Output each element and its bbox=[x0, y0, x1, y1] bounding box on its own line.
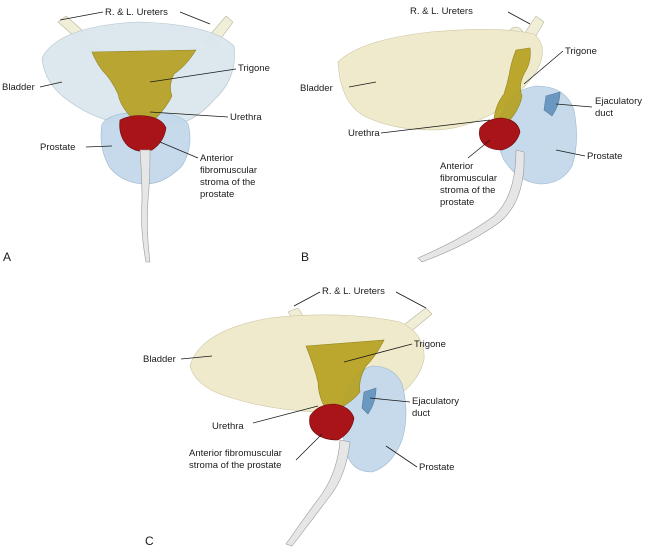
panel-a: R. & L. Ureters Bladder Trigone Urethra … bbox=[2, 7, 270, 264]
panel-c-stroma-label-line1: Anterior fibromuscular bbox=[189, 448, 282, 459]
panel-c-trigone bbox=[305, 339, 385, 409]
panel-b: R. & L. Ureters Bladder Trigone Ejaculat… bbox=[300, 6, 642, 264]
panel-c-stroma-leader bbox=[295, 433, 323, 461]
panel-b-prostate-label: Prostate bbox=[587, 151, 622, 162]
panel-c-ejaculatory-duct bbox=[361, 387, 377, 415]
panel-b-stroma-leader bbox=[467, 139, 491, 159]
panel-a-prostate-leader bbox=[85, 145, 113, 148]
panel-b-stroma-label-line3: stroma of the bbox=[440, 185, 495, 196]
panel-b-ureters-label: R. & L. Ureters bbox=[410, 6, 473, 17]
panel-a-bladder-leader bbox=[39, 81, 63, 88]
panel-a-urethra-leader bbox=[149, 111, 229, 118]
panel-b-duct-label-line1: Ejaculatory bbox=[595, 96, 642, 107]
panel-b-urethra-label: Urethra bbox=[348, 128, 380, 139]
panel-c-prostate-leader bbox=[385, 445, 418, 468]
panel-a-bladder-label: Bladder bbox=[2, 82, 35, 93]
panel-a-trigone-label: Trigone bbox=[238, 63, 270, 74]
panel-c: R. & L. Ureters Bladder Trigone Ejaculat… bbox=[143, 286, 459, 548]
panel-c-urethra bbox=[285, 439, 351, 547]
panel-b-bladder bbox=[337, 29, 543, 131]
panel-b-duct-leader bbox=[555, 103, 593, 108]
panel-b-bladder-label: Bladder bbox=[300, 83, 333, 94]
panel-c-duct-label-line1: Ejaculatory bbox=[412, 396, 459, 407]
panel-b-urethra bbox=[417, 149, 525, 263]
panel-c-letter: C bbox=[145, 534, 154, 548]
panel-b-urethra-leader bbox=[380, 119, 491, 134]
panel-c-ureters-leader-right bbox=[395, 291, 427, 309]
panel-c-duct-label-line2: duct bbox=[412, 408, 430, 419]
panel-c-stroma-label-line2: stroma of the prostate bbox=[189, 460, 281, 471]
panel-a-stroma bbox=[119, 115, 167, 152]
panel-c-prostate-label: Prostate bbox=[419, 462, 454, 473]
panel-b-ejaculatory-duct bbox=[543, 91, 561, 117]
panel-b-trigone-leader bbox=[523, 50, 564, 85]
panel-a-trigone bbox=[91, 49, 197, 119]
panel-c-urethra-label: Urethra bbox=[212, 421, 244, 432]
panel-a-urethra-label: Urethra bbox=[230, 112, 262, 123]
panel-a-ureters-leader-right bbox=[179, 11, 211, 25]
panel-c-bladder-label: Bladder bbox=[143, 354, 176, 365]
panel-b-trigone-label: Trigone bbox=[565, 46, 597, 57]
panel-a-stroma-label-line4: prostate bbox=[200, 189, 234, 200]
panel-c-duct-leader bbox=[369, 397, 411, 403]
panel-c-trigone-leader bbox=[343, 343, 413, 363]
panel-c-ureters-leader-left bbox=[293, 291, 321, 307]
panel-b-stroma bbox=[479, 117, 521, 151]
panel-c-ureters-label: R. & L. Ureters bbox=[322, 286, 385, 297]
panel-b-stroma-label-line1: Anterior bbox=[440, 161, 473, 172]
panel-c-trigone-label: Trigone bbox=[414, 339, 446, 350]
panel-b-letter: B bbox=[301, 250, 309, 264]
panel-b-stroma-label-line2: fibromuscular bbox=[440, 173, 497, 184]
panel-b-prostate-leader bbox=[555, 149, 586, 157]
panel-a-stroma-leader bbox=[159, 141, 199, 159]
panel-a-stroma-label-line2: fibromuscular bbox=[200, 165, 257, 176]
panel-a-ureters-label: R. & L. Ureters bbox=[105, 7, 168, 18]
panel-c-bladder-leader bbox=[180, 355, 213, 360]
panel-a-ureters-leader-left bbox=[59, 11, 104, 21]
panel-a-stroma-label-line1: Anterior bbox=[200, 153, 233, 164]
panel-a-stroma-label-line3: stroma of the bbox=[200, 177, 255, 188]
panel-a-urethra bbox=[139, 149, 151, 263]
panel-b-bladder-leader bbox=[348, 81, 377, 88]
panel-b-stroma-label-line4: prostate bbox=[440, 197, 474, 208]
panel-b-ureters-leader bbox=[507, 11, 531, 25]
panel-a-prostate-label: Prostate bbox=[40, 142, 75, 153]
panel-c-urethra-leader bbox=[252, 405, 319, 424]
panel-a-letter: A bbox=[3, 250, 11, 264]
panel-b-duct-label-line2: duct bbox=[595, 108, 613, 119]
panel-c-stroma bbox=[309, 403, 355, 441]
panel-a-trigone-leader bbox=[149, 68, 237, 83]
